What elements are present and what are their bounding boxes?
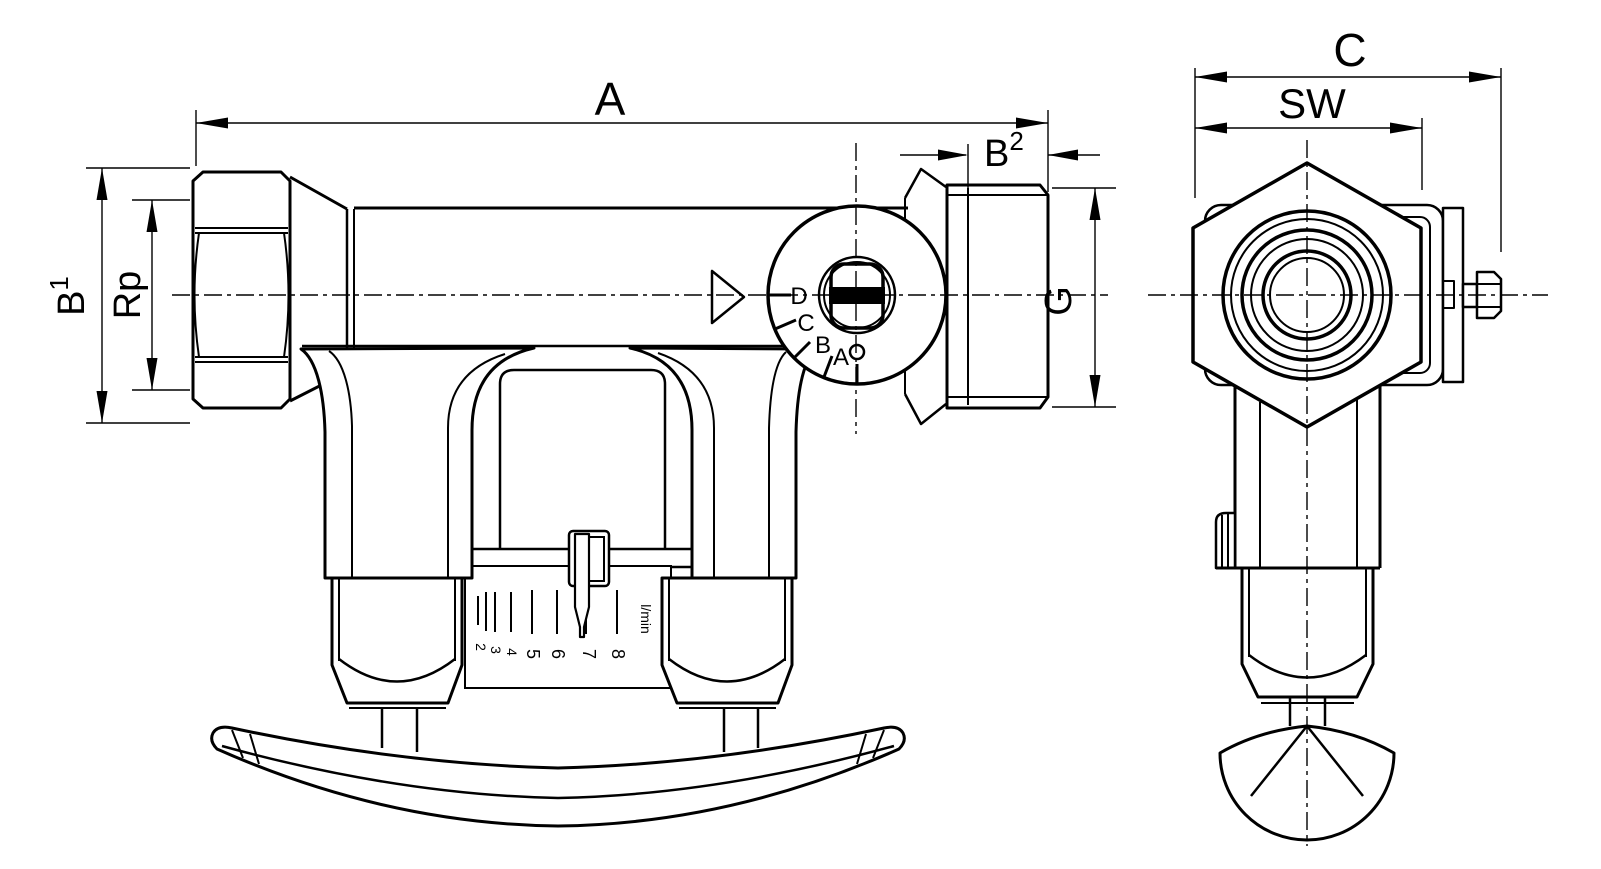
hex-feet xyxy=(330,576,794,709)
scale-value-6: 6 xyxy=(548,649,568,659)
dim-c: C xyxy=(1194,24,1502,252)
dim-c-label: C xyxy=(1333,24,1366,76)
dim-rp-label: Rp xyxy=(107,271,149,320)
male-thread xyxy=(945,183,1050,410)
indicator-needle xyxy=(567,529,611,639)
dial-mark-c: C xyxy=(797,310,814,337)
dial-dot xyxy=(848,343,866,361)
dim-sw: SW xyxy=(1195,80,1423,190)
bow-handle xyxy=(210,725,906,828)
handle-stems xyxy=(380,708,760,752)
dial-mark-d: D xyxy=(790,283,807,310)
dim-g: G xyxy=(1038,187,1116,408)
flow-direction-icon xyxy=(710,269,746,325)
hex-nut xyxy=(191,170,292,410)
scale-unit: l/min xyxy=(638,604,654,634)
dim-b1-label: B1 xyxy=(44,276,93,316)
scale-value-5: 5 xyxy=(523,649,543,659)
side-view: C SW xyxy=(1148,24,1548,846)
flow-scale: 2 3 4 5 6 7 8 l/min xyxy=(464,565,672,689)
dim-sw-label: SW xyxy=(1278,80,1346,127)
dial-mark-a: A xyxy=(833,344,849,371)
dim-b2-label: B2 xyxy=(984,126,1024,175)
scale-value-7: 7 xyxy=(579,649,599,659)
scale-value-8: 8 xyxy=(608,649,628,659)
side-lower-body xyxy=(1214,386,1382,726)
legs xyxy=(299,346,818,580)
dim-a-label: A xyxy=(595,73,626,125)
front-view: 2 3 4 5 6 7 8 l/min xyxy=(44,73,1116,828)
scale-value-4: 4 xyxy=(504,648,520,656)
dim-b1: B1 xyxy=(44,167,190,424)
scale-value-3: 3 xyxy=(488,646,504,654)
dim-b2: B2 xyxy=(900,126,1100,192)
scale-labels: 2 3 4 5 6 7 8 l/min xyxy=(473,604,654,659)
dim-a: A xyxy=(195,73,1049,192)
dim-rp: Rp xyxy=(107,199,190,391)
dial-mark-b: B xyxy=(815,332,831,359)
scale-value-2: 2 xyxy=(473,643,489,651)
pipe-body xyxy=(289,175,908,403)
dim-g-label: G xyxy=(1038,286,1080,316)
